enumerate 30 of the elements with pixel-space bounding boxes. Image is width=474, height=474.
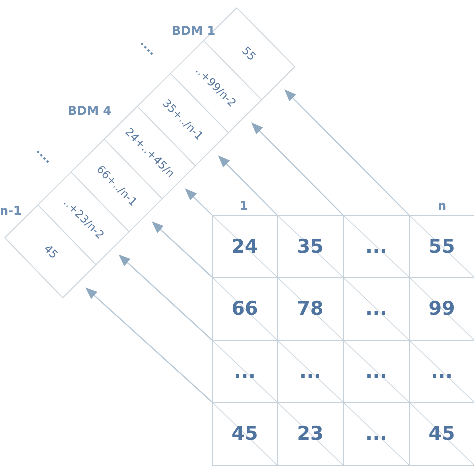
- arrow: [152, 222, 212, 278]
- matrix-cell: ...: [343, 277, 410, 341]
- arrow: [185, 188, 212, 216]
- block-label: BDM 4: [68, 104, 112, 118]
- arrow: [118, 254, 212, 340]
- matrix-cell: ...: [277, 340, 344, 403]
- arrow: [218, 156, 278, 216]
- arrow: [284, 90, 410, 216]
- matrix-cell: ...: [343, 402, 410, 466]
- matrix-cell: ...: [212, 340, 278, 403]
- ellipsis: ....: [138, 36, 161, 58]
- matrix-cell: 78: [277, 277, 344, 341]
- matrix-cell: 66: [212, 277, 278, 341]
- arrow: [251, 122, 344, 216]
- matrix-cell: 99: [409, 277, 474, 341]
- matrix-cell: ...: [343, 215, 410, 278]
- column-index: n: [438, 199, 447, 213]
- matrix-cell: ...: [343, 340, 410, 403]
- matrix-cell: 45: [212, 402, 278, 466]
- matrix-cell: 45: [409, 402, 474, 466]
- arrow: [86, 288, 212, 402]
- matrix-cell: ...: [409, 340, 474, 403]
- block-label: BDM 1: [172, 24, 216, 38]
- matrix-cell: 55: [409, 215, 474, 278]
- ellipsis: ....: [34, 144, 57, 166]
- index-label: n-1: [0, 204, 22, 218]
- matrix-cell: 23: [277, 402, 344, 466]
- matrix-cell: 24: [212, 215, 278, 278]
- column-index: 1: [240, 199, 248, 213]
- matrix-cell: 35: [277, 215, 344, 278]
